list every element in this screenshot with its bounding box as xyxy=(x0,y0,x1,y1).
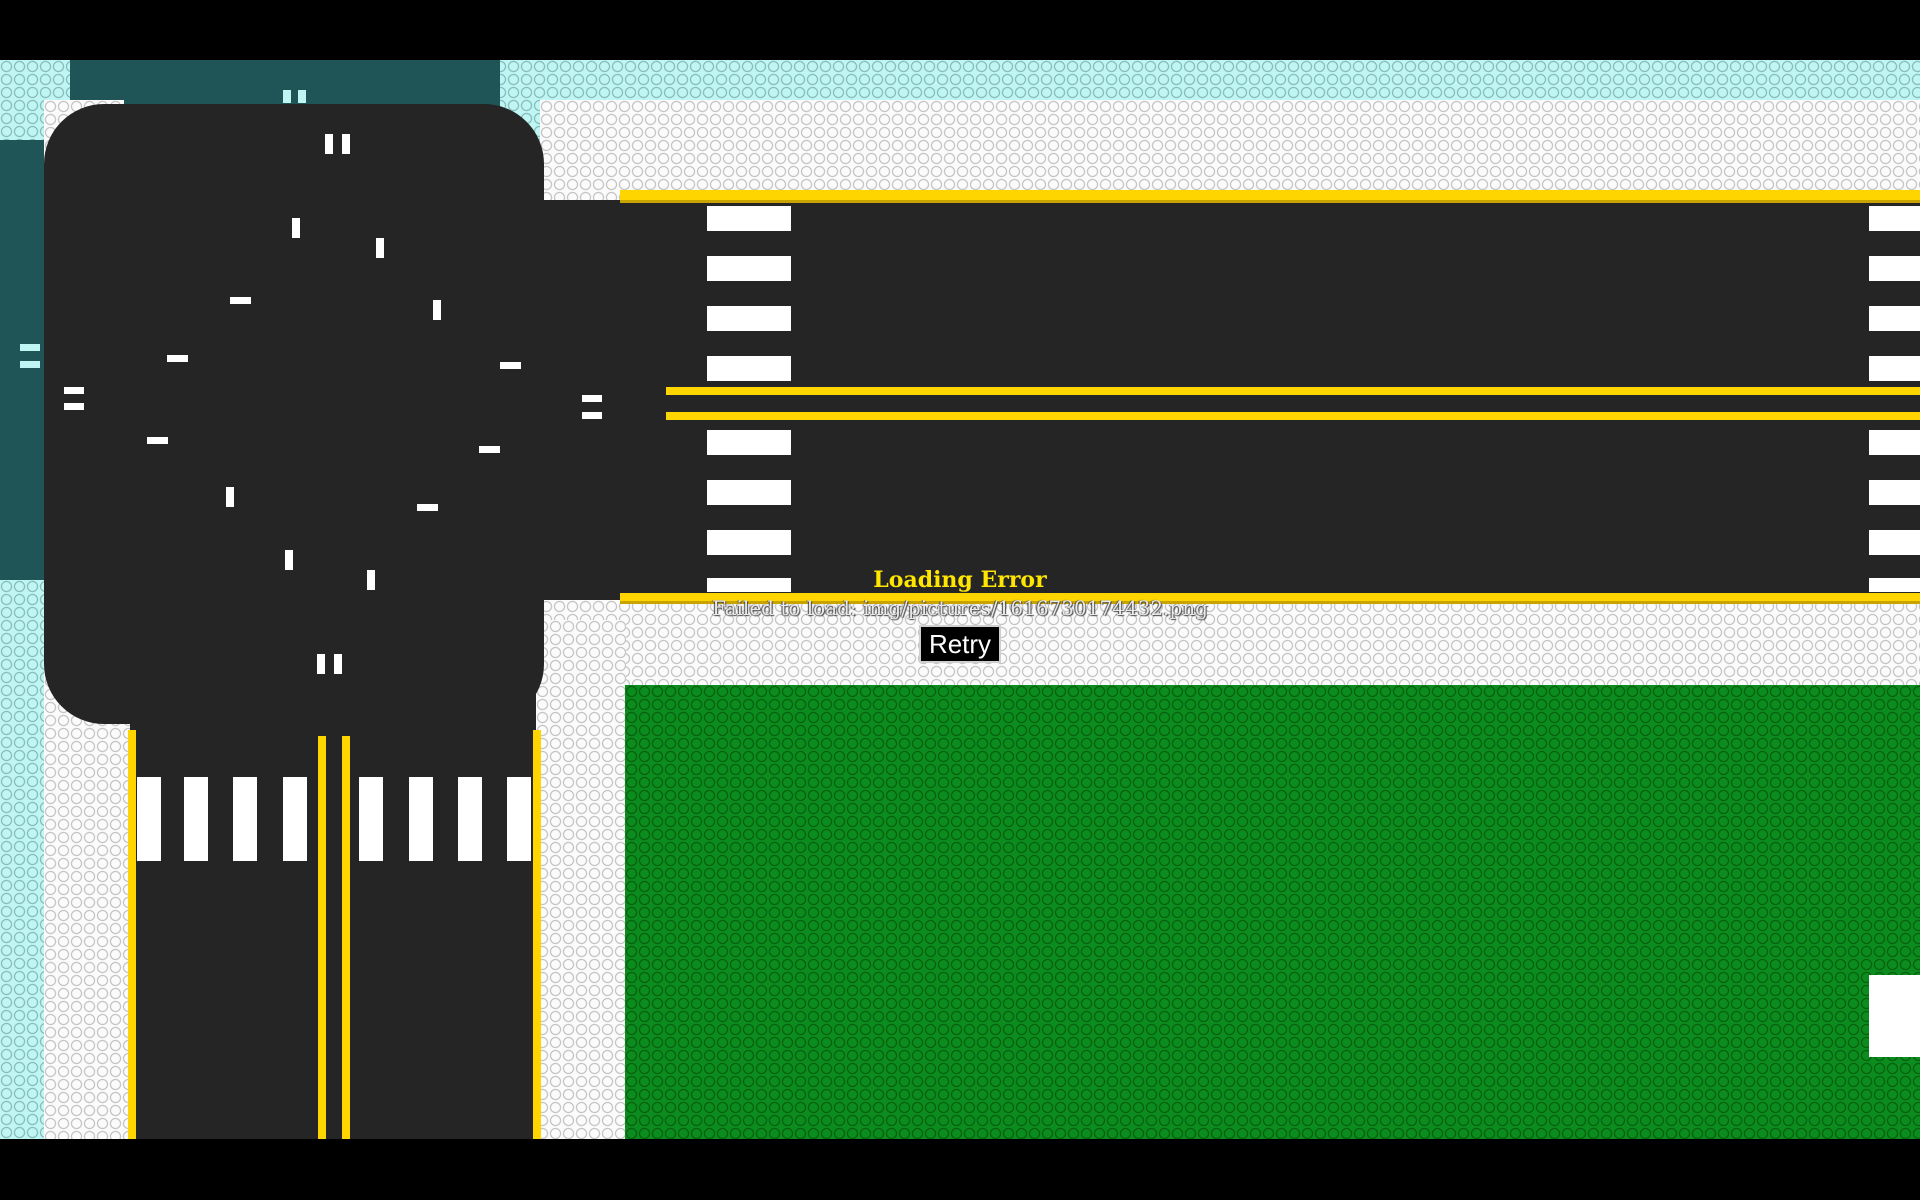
sidewalk-mid xyxy=(540,600,1920,690)
retry-button[interactable]: Retry xyxy=(918,625,1002,663)
game-map: Loading Error Failed to load: img/pictur… xyxy=(0,60,1920,1139)
loading-error-dialog: Loading Error Failed to load: img/pictur… xyxy=(680,565,1240,663)
error-message: Failed to load: img/pictures/16167301744… xyxy=(712,596,1208,620)
vertical-center-line-2 xyxy=(342,736,350,1139)
curb-left xyxy=(128,730,136,1139)
center-line-1 xyxy=(666,387,1920,395)
white-block xyxy=(1869,975,1920,1057)
water-strip-left xyxy=(0,140,44,580)
vertical-road xyxy=(130,620,536,1139)
vertical-center-line-1 xyxy=(318,736,326,1139)
center-line-2 xyxy=(666,412,1920,420)
error-title: Loading Error xyxy=(873,567,1047,593)
sidewalk-center-bottom xyxy=(536,620,626,1139)
curb-top xyxy=(620,190,1920,200)
grass-area xyxy=(625,685,1920,1139)
curb-right xyxy=(533,730,541,1139)
curb-bottom xyxy=(620,593,1920,601)
